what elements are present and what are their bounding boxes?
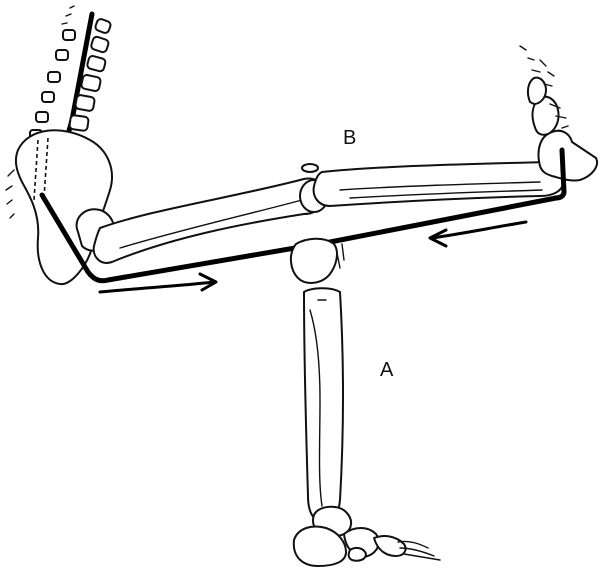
standing-leg [291,239,440,566]
raised-shank [314,162,565,206]
force-arrow-upper [430,222,526,246]
label-b: B [343,127,356,149]
patella [302,164,318,172]
tibial-plateau [291,239,337,283]
label-a: A [380,359,394,381]
spinous-process-marks [62,6,74,24]
pelvis [6,130,112,284]
standing-tibia [304,288,343,522]
vertebrae [30,18,112,140]
raised-tibia [314,162,565,206]
raised-heel [539,131,598,181]
